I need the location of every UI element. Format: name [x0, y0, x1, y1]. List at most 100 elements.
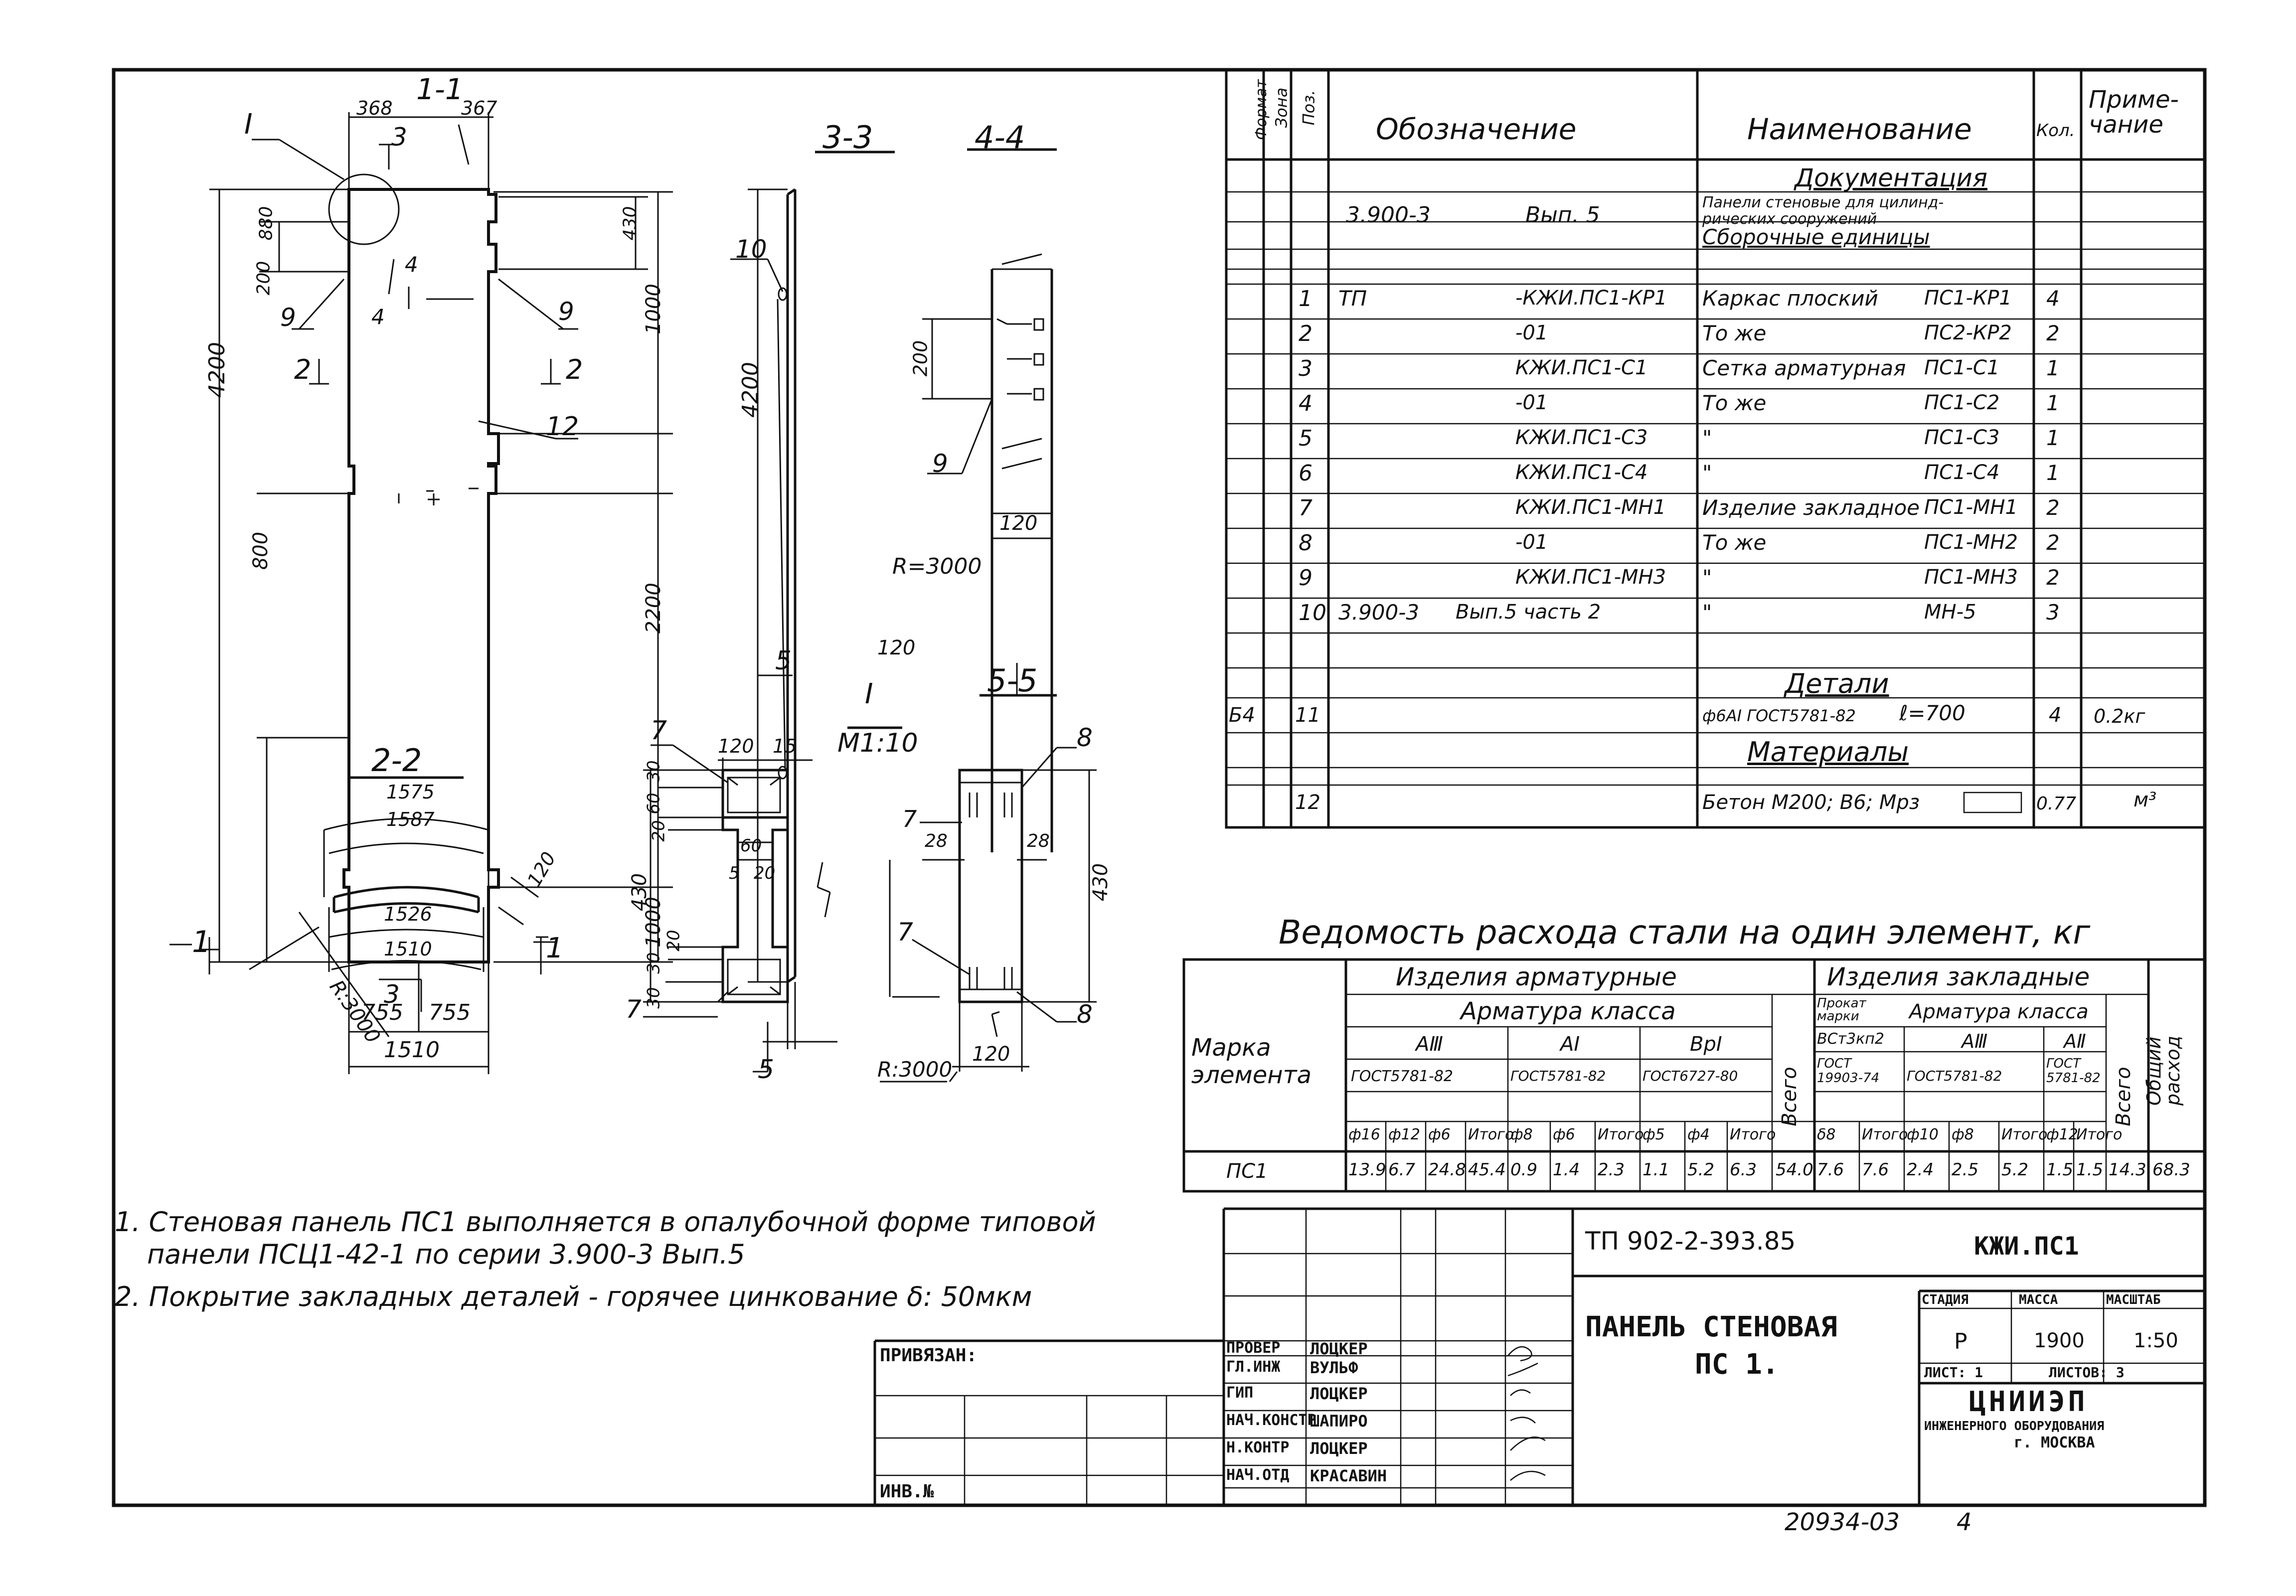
dim-28-left: 28 — [925, 831, 948, 851]
spec-row-designation-a: ТП — [1338, 286, 1367, 311]
note-1-cont: панели ПСЦ1-42-1 по серии 3.900-3 Вып.5 — [147, 1239, 745, 1270]
panel-front-view — [342, 188, 500, 963]
spec-row-qty: 4 — [2046, 286, 2060, 311]
mark-4-b: 4 — [371, 305, 385, 329]
title-mass-header: МАССА — [2019, 1292, 2058, 1307]
mark-2-left: 2 — [294, 354, 312, 385]
steel-gost-a3: ГОСТ5781-82 — [1351, 1068, 1453, 1085]
dim-15-detail: 15 — [773, 735, 797, 757]
dim-368: 368 — [356, 97, 393, 119]
dim-28-right: 28 — [1027, 831, 1050, 851]
steel-value-cell: 14.3 — [2109, 1160, 2146, 1180]
mark-8-b: 8 — [1077, 1000, 1093, 1029]
dim-120-side: 120 — [877, 637, 916, 659]
title-person: ШАПИРО — [1310, 1412, 1368, 1431]
steel-mark-header: Марка элемента — [1191, 1034, 1312, 1090]
spec-section-units: Сборочные единицы — [1702, 225, 1930, 249]
steel-rolled-grade: ВСт3кп2 — [1817, 1030, 1884, 1048]
steel-gost-a1: ГОСТ5781-82 — [1510, 1068, 1606, 1084]
footer-page-number: 4 — [1957, 1508, 1972, 1536]
dim-20-detail-c: 20 — [663, 930, 684, 952]
title-person: ЛОЦКЕР — [1310, 1384, 1368, 1403]
steel-class-a2b: АⅡ — [2064, 1030, 2086, 1052]
steel-value-cell: 2.3 — [1598, 1160, 1625, 1180]
spec-row-mark: ПС1-МН1 — [1924, 496, 2018, 519]
mark-5-bottom: 5 — [758, 1055, 775, 1085]
spec-row-designation-b: -01 — [1515, 321, 1548, 344]
steel-value-cell: 7.6 — [1862, 1160, 1889, 1180]
spec-material-name: Бетон М200; В6; Мрз — [1702, 791, 1920, 814]
title-person: КРАСАВИН — [1310, 1466, 1387, 1485]
steel-value-cell: 13.9 — [1348, 1160, 1386, 1180]
title-role: НАЧ.КОНСТР — [1226, 1412, 1316, 1429]
steel-value-cell: 68.3 — [2152, 1160, 2190, 1180]
dim-1526: 1526 — [384, 903, 432, 925]
mark-9-right: 9 — [558, 297, 574, 326]
spec-header-format: Формат — [1252, 79, 1270, 140]
dim-800: 800 — [249, 531, 273, 570]
spec-section-details: Детали — [1785, 668, 1889, 699]
dim-120-section: 120 — [999, 512, 1038, 535]
title-sheet: ЛИСТ: 1 — [1924, 1364, 1983, 1381]
dim-200-section: 200 — [909, 340, 932, 377]
mark-9-section: 9 — [932, 449, 948, 478]
spec-detail-qty: 4 — [2049, 704, 2062, 727]
spec-doc-issue: Вып. 5 — [1525, 202, 1600, 228]
mark-7-b: 7 — [626, 995, 642, 1024]
dim-30-detail-a: 30 — [644, 760, 664, 782]
section-label-5-5: 5-5 — [987, 662, 1038, 699]
spec-row-mark: ПС1-МН3 — [1924, 566, 2018, 589]
steel-class-bp: ВрI — [1690, 1033, 1722, 1056]
steel-subheader: ф5 — [1642, 1126, 1665, 1143]
steel-value-cell: 1.5 — [2046, 1160, 2074, 1180]
steel-class-a1: АI — [1560, 1033, 1580, 1056]
spec-row-mark: ПС1-МН2 — [1924, 531, 2018, 554]
mark-2-right: 2 — [566, 354, 583, 385]
dim-755-left: 755 — [361, 1000, 403, 1025]
spec-row-mark: ПС1-С2 — [1924, 391, 2000, 414]
mark-12: 12 — [546, 412, 579, 442]
dim-60-detail: 60 — [644, 793, 664, 814]
title-scale: 1:50 — [2133, 1329, 2178, 1352]
section-label-1-1: 1-1 — [416, 72, 464, 106]
detail-i-view — [721, 769, 789, 1003]
section-label-2-2: 2-2 — [371, 742, 422, 779]
steel-gost-bp: ГОСТ6727-80 — [1642, 1068, 1738, 1084]
dim-755-right: 755 — [429, 1000, 471, 1025]
steel-subheader: ф6 — [1428, 1126, 1451, 1143]
note-1: 1. Стеновая панель ПС1 выполняется в опа… — [115, 1206, 1096, 1238]
spec-row-name: То же — [1702, 530, 1767, 555]
dim-4200-front: 4200 — [204, 342, 230, 398]
steel-group-emb: Изделия закладные — [1827, 962, 2090, 991]
dim-1587: 1587 — [386, 808, 435, 830]
mark-4-a: 4 — [405, 252, 418, 277]
title-org-2: ИНЖЕНЕРНОГО ОБОРУДОВАНИЯ — [1924, 1419, 2105, 1433]
spec-detail-length: ℓ=700 — [1899, 701, 1966, 725]
steel-value-cell: 24.8 — [1428, 1160, 1466, 1180]
steel-subheader: ф4 — [1687, 1126, 1710, 1143]
steel-subheader: Итого — [1730, 1126, 1776, 1143]
spec-row-pos: 6 — [1299, 461, 1312, 486]
title-role: ГИП — [1226, 1384, 1254, 1402]
dim-430-5-5: 430 — [1089, 863, 1113, 902]
mark-7-a: 7 — [651, 716, 667, 746]
steel-subheader: ф10 — [1907, 1126, 1939, 1143]
spec-row-qty: 2 — [2046, 565, 2060, 590]
mark-7-c: 7 — [902, 805, 917, 832]
spec-row-mark: ПС2-КР2 — [1924, 321, 2012, 344]
dim-120-5-5: 120 — [972, 1043, 1010, 1066]
spec-header-zone: Зона — [1272, 87, 1291, 128]
spec-row-mark: ПС1-С1 — [1924, 356, 2000, 379]
steel-subheader: ф6 — [1553, 1126, 1575, 1143]
steel-grand-header: Общий расход — [2143, 1035, 2184, 1106]
spec-row-name: " — [1702, 426, 1712, 450]
steel-value-cell: 0.9 — [1510, 1160, 1538, 1180]
title-doc-code: ТП 902-2-393.85 — [1585, 1227, 1796, 1256]
steel-subheader: δ8 — [1817, 1126, 1836, 1143]
dim-20-detail-b: 20 — [754, 863, 776, 883]
steel-class-a3b: АⅢ — [1962, 1030, 1988, 1052]
dim-430-top: 430 — [620, 206, 641, 241]
steel-subheader: Итого — [2076, 1126, 2123, 1143]
spec-header-qty: Кол. — [2036, 121, 2075, 141]
